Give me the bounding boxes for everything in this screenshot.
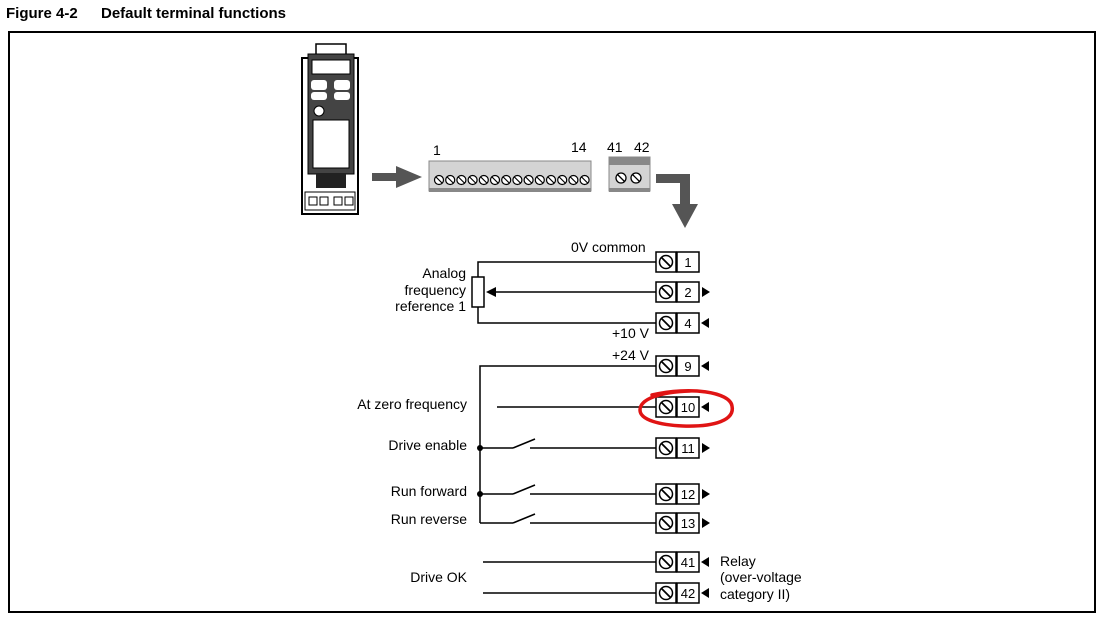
terminal-number: 9: [684, 359, 691, 374]
arrow-down-icon: [656, 174, 698, 228]
terminal-number: 13: [681, 516, 695, 531]
terminal-number: 1: [684, 255, 691, 270]
terminal-number: 11: [681, 441, 695, 456]
junction-dot: [477, 445, 483, 451]
input-arrow-icon: [701, 402, 709, 412]
label-analog-2: frequency: [405, 282, 466, 298]
wiring: [471, 261, 656, 594]
terminal-42: 42: [655, 582, 709, 604]
drive-unit-icon: [301, 43, 359, 215]
terminal-9: 9: [655, 355, 709, 377]
input-arrow-icon: [701, 557, 709, 567]
terminal-number: 2: [684, 285, 691, 300]
label-plus-10v: +10 V: [612, 325, 650, 341]
label-relay-3: category II): [720, 586, 790, 602]
figure-frame: [8, 31, 1096, 613]
figure-number: Figure 4-2: [6, 5, 78, 22]
input-arrow-icon: [701, 588, 709, 598]
terminal-10: 10: [655, 396, 709, 418]
connector-block-1-14: [428, 160, 592, 192]
label-at-zero-frequency: At zero frequency: [357, 396, 467, 412]
connector-label-41: 41: [607, 139, 623, 155]
connector-label-1: 1: [433, 142, 441, 158]
connector-label-42: 42: [634, 139, 650, 155]
input-arrow-icon: [701, 318, 709, 328]
terminal-number: 41: [681, 555, 695, 570]
terminal-13: 13: [655, 512, 710, 534]
terminal-number: 12: [681, 487, 695, 502]
connector-label-14: 14: [571, 139, 587, 155]
terminal-12: 12: [655, 483, 710, 505]
figure-title: Figure 4-2 Default terminal functions: [6, 5, 286, 22]
terminal-number: 42: [681, 586, 695, 601]
terminal-2: 2: [655, 281, 710, 303]
label-drive-enable: Drive enable: [388, 437, 467, 453]
wiper-arrow-icon: [486, 287, 496, 297]
output-arrow-icon: [702, 489, 710, 499]
label-run-reverse: Run reverse: [391, 511, 467, 527]
label-drive-ok: Drive OK: [410, 569, 467, 585]
label-plus-24v: +24 V: [612, 347, 650, 363]
label-relay-1: Relay: [720, 553, 756, 569]
figure-title-text: Default terminal functions: [101, 5, 287, 22]
terminal-number: 4: [684, 316, 691, 331]
label-run-forward: Run forward: [391, 483, 467, 499]
output-arrow-icon: [702, 287, 710, 297]
label-analog-1: Analog: [422, 265, 466, 281]
input-arrow-icon: [701, 361, 709, 371]
junction-dot: [477, 491, 483, 497]
connector-block-41-42: [608, 156, 651, 192]
label-analog-3: reference 1: [395, 298, 466, 314]
highlight-circle: [638, 389, 734, 428]
output-arrow-icon: [702, 443, 710, 453]
terminal-4: 4: [655, 312, 709, 334]
arrow-right-icon: [372, 166, 422, 188]
label-relay-2: (over-voltage: [720, 569, 802, 585]
terminal-1: 1: [655, 251, 700, 273]
terminal-11: 11: [655, 437, 710, 459]
terminal-41: 41: [655, 551, 709, 573]
label-0v-common: 0V common: [571, 239, 646, 255]
terminal-number: 10: [681, 400, 695, 415]
output-arrow-icon: [702, 518, 710, 528]
